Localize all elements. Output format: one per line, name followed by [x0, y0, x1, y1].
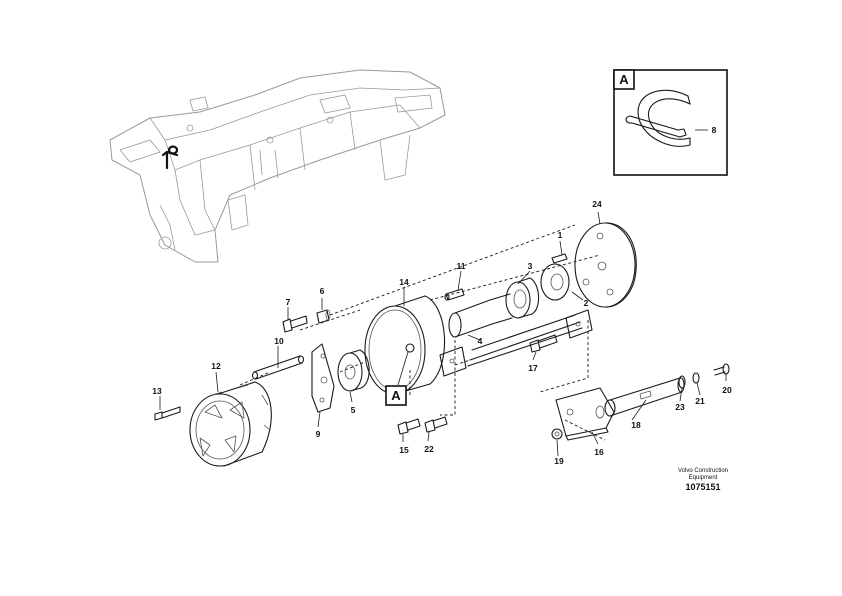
- callout-16: 16: [594, 447, 604, 457]
- pin-10: [251, 355, 305, 380]
- callout-10: 10: [274, 336, 284, 346]
- callout-18: 18: [631, 420, 641, 430]
- callout-4: 4: [478, 336, 483, 346]
- bracket-plate-9: [311, 343, 335, 413]
- band-hood-14: [364, 295, 446, 395]
- publisher-caption: Volvo Construction Equipment 1075151: [678, 468, 728, 492]
- bolt-15: [397, 418, 421, 435]
- callout-3: 3: [528, 261, 533, 271]
- callout-8: 8: [712, 125, 717, 135]
- callout-5: 5: [351, 405, 356, 415]
- pin-11: [444, 288, 465, 301]
- location-marker-icon: [161, 145, 179, 170]
- clamp-plate: [439, 309, 593, 377]
- callout-17: 17: [528, 363, 538, 373]
- caption-line-1: Volvo Construction: [678, 468, 728, 474]
- detail-marker-label: A: [391, 388, 401, 403]
- machine-frame-illustration: [109, 69, 446, 263]
- callout-20: 20: [722, 385, 732, 395]
- callout-19: 19: [554, 456, 564, 466]
- bearing-3: [505, 277, 540, 319]
- shaft-4: [448, 293, 513, 338]
- leader-lines: [159, 211, 727, 457]
- callout-labels: 1 2 3 4 5 6 7 8 9 10 11 12 13 14 15 16 1…: [152, 125, 732, 466]
- bolt-22: [424, 416, 448, 433]
- callout-9: 9: [316, 429, 321, 439]
- pin-18: [604, 377, 685, 417]
- caption-code: 1075151: [685, 482, 720, 492]
- callout-6: 6: [320, 286, 325, 296]
- washer-21: [692, 372, 700, 384]
- callout-12: 12: [211, 361, 221, 371]
- callout-13: 13: [152, 386, 162, 396]
- flange-hub-5: [337, 349, 370, 392]
- detail-marker-a: A: [385, 351, 409, 406]
- assembly-axis-lines: [239, 224, 606, 441]
- callout-1: 1: [558, 230, 563, 240]
- callout-22: 22: [424, 444, 434, 454]
- washer-2: [540, 263, 570, 301]
- callout-21: 21: [695, 396, 705, 406]
- callout-2: 2: [584, 298, 589, 308]
- detail-label: A: [619, 72, 629, 87]
- callout-7: 7: [286, 297, 291, 307]
- detail-label-box: [613, 69, 635, 90]
- callout-14: 14: [399, 277, 409, 287]
- callout-15: 15: [399, 445, 409, 455]
- link-plate-16: [555, 387, 615, 441]
- caption-line-2: Equipment: [689, 475, 718, 481]
- bolt-13: [154, 406, 181, 421]
- callout-11: 11: [457, 261, 466, 271]
- bolt-7: [282, 315, 308, 333]
- round-plate-24: [574, 222, 637, 308]
- snap-ring-clip-icon: [625, 89, 691, 147]
- perforated-drum: [189, 381, 272, 467]
- callout-24: 24: [592, 199, 602, 209]
- key-1: [551, 253, 568, 264]
- callout-23: 23: [675, 402, 685, 412]
- pin-20: [713, 363, 730, 376]
- tie-rods: [467, 314, 583, 367]
- sleeve-6: [316, 309, 331, 324]
- nut-19: [551, 428, 563, 440]
- detail-view-a: A: [613, 69, 728, 176]
